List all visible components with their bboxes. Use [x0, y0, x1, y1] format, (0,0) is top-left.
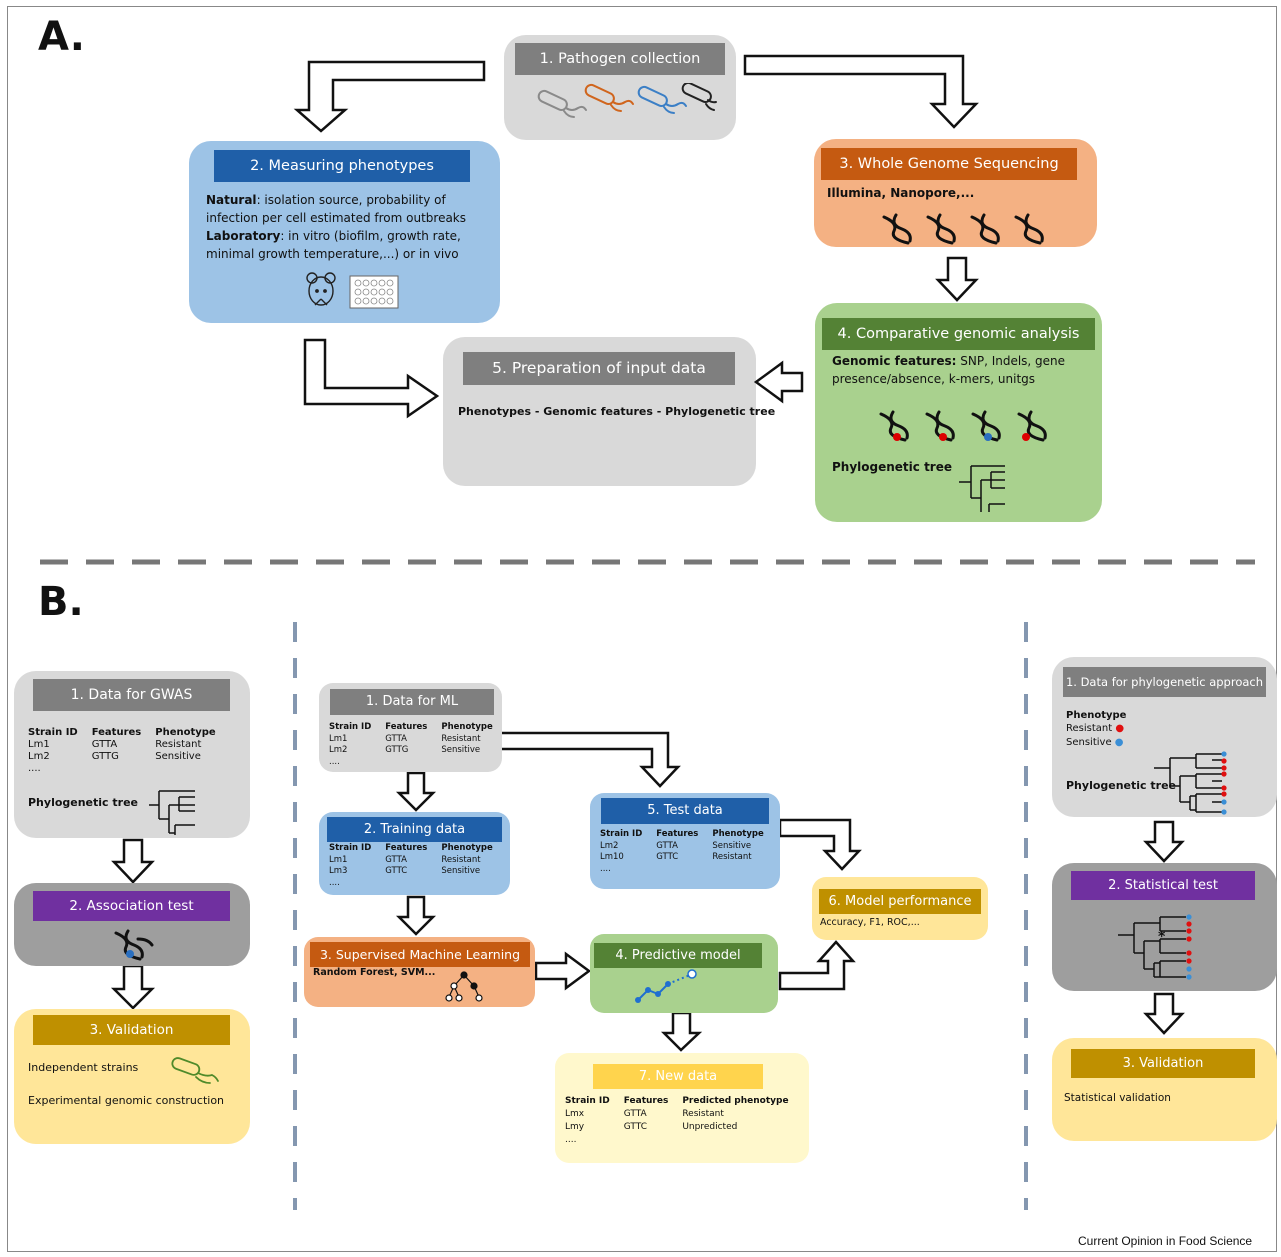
- blue-dot-icon: ●: [1114, 737, 1124, 748]
- phylo-data-box: 1. Data for phylogenetic approach Phenot…: [1052, 657, 1277, 817]
- arrow-test-to-performance: [778, 818, 862, 871]
- arrow-a-right: [743, 54, 979, 129]
- supervised-ml-box: 3. Supervised Machine Learning Random Fo…: [304, 937, 535, 1007]
- arrow-a-to-input: [303, 338, 440, 419]
- measuring-phenotypes-box: 2. Measuring phenotypes Natural: isolati…: [189, 141, 500, 323]
- bacteria-icon: [537, 83, 717, 118]
- statistical-test-title: 2. Statistical test: [1071, 871, 1255, 900]
- pathogen-collection-title: 1. Pathogen collection: [515, 43, 725, 75]
- well-plate-icon: [349, 275, 399, 309]
- supervised-ml-text: Random Forest, SVM...: [313, 967, 436, 978]
- bacterium-icon: [171, 1057, 219, 1084]
- gwas-tree-label: Phylogenetic tree: [28, 796, 138, 809]
- stat-tree-icon: *: [1118, 914, 1192, 980]
- arrow-a-down: [935, 256, 979, 302]
- statistical-test-box: 2. Statistical test *: [1052, 863, 1277, 991]
- dna-variants-icon: [879, 410, 1047, 442]
- input-data-title: 5. Preparation of input data: [463, 352, 735, 385]
- arrow-gwas-2: [110, 964, 156, 1010]
- phylo-data-title: 1. Data for phylogenetic approach: [1063, 667, 1266, 697]
- arrow-a-into-input: [753, 360, 804, 404]
- model-performance-box: 6. Model performance Accuracy, F1, ROC,.…: [812, 877, 988, 940]
- phylo-sensitive-legend: Sensitive ●: [1066, 737, 1124, 748]
- gwas-validation-text1: Independent strains: [28, 1061, 139, 1074]
- svg-text:*: *: [1158, 929, 1166, 945]
- association-test-title: 2. Association test: [33, 891, 230, 921]
- comparative-tree-label: Phylogenetic tree: [832, 460, 952, 474]
- pathogen-collection-box: 1. Pathogen collection: [504, 35, 736, 140]
- input-data-text: Phenotypes - Genomic features - Phylogen…: [458, 405, 776, 418]
- phylo-validation-text: Statistical validation: [1064, 1092, 1171, 1104]
- arrow-a-left: [293, 60, 486, 133]
- input-data-box: 5. Preparation of input data Phenotypes …: [443, 337, 775, 486]
- dna-icon: [882, 213, 1044, 245]
- natural-phenotype-text: Natural: isolation source, probability o…: [206, 193, 467, 261]
- measuring-phenotypes-title: 2. Measuring phenotypes: [214, 150, 470, 182]
- model-performance-text: Accuracy, F1, ROC,...: [820, 917, 920, 928]
- comparative-box: 4. Comparative genomic analysis Genomic …: [815, 303, 1102, 522]
- arrow-phylo-2: [1143, 992, 1185, 1035]
- training-data-title: 2. Training data: [327, 817, 502, 842]
- predictive-model-title: 4. Predictive model: [594, 943, 762, 968]
- association-test-box: 2. Association test: [14, 883, 250, 966]
- phylogenetic-tree-icon: [959, 465, 1005, 512]
- predictive-model-box: 4. Predictive model: [590, 934, 778, 1013]
- genomic-features-text: Genomic features: SNP, Indels, gene pres…: [832, 354, 1066, 386]
- phylo-resistant-legend: Resistant ●: [1066, 723, 1125, 734]
- arrow-model-to-performance: [778, 940, 856, 991]
- model-performance-title: 6. Model performance: [819, 889, 981, 914]
- gwas-tree-icon: [149, 790, 195, 835]
- phylo-pheno-label: Phenotype: [1066, 710, 1127, 721]
- phylo-validation-title: 3. Validation: [1071, 1049, 1255, 1078]
- new-data-title: 7. New data: [593, 1064, 763, 1089]
- phylo-tree-label: Phylogenetic tree: [1066, 779, 1176, 792]
- arrow-ml-2: [395, 895, 437, 936]
- arrow-ml-1: [395, 771, 437, 812]
- wgs-tech-text: Illumina, Nanopore,...: [827, 186, 975, 200]
- test-data-title: 5. Test data: [601, 798, 769, 824]
- wgs-title: 3. Whole Genome Sequencing: [821, 148, 1077, 180]
- wgs-box: 3. Whole Genome Sequencing Illumina, Nan…: [814, 139, 1097, 247]
- gwas-validation-box: 3. Validation Independent strains Experi…: [14, 1009, 250, 1144]
- comparative-title: 4. Comparative genomic analysis: [822, 318, 1095, 350]
- red-dot-icon: ●: [1115, 723, 1125, 734]
- phylo-validation-box: 3. Validation Statistical validation: [1052, 1038, 1277, 1141]
- panel-b-label: B.: [38, 579, 84, 625]
- arrow-ml-to-test: [498, 731, 681, 788]
- figure-frame: [7, 6, 1277, 1252]
- gwas-data-title: 1. Data for GWAS: [33, 679, 230, 711]
- decision-tree-icon: [445, 971, 483, 1002]
- dna-association-icon: [114, 929, 154, 961]
- arrow-ml-to-model: [534, 951, 592, 991]
- gwas-validation-title: 3. Validation: [33, 1015, 230, 1045]
- mouse-icon: [306, 272, 336, 306]
- phylo-tree-dots-icon: [1154, 751, 1227, 815]
- arrow-phylo-1: [1143, 820, 1185, 863]
- ml-data-title: 1. Data for ML: [330, 689, 494, 715]
- arrow-gwas-1: [111, 838, 155, 884]
- arrow-model-to-newdata: [660, 1011, 703, 1052]
- footer-credit: Current Opinion in Food Science: [1078, 1234, 1253, 1248]
- supervised-ml-title: 3. Supervised Machine Learning: [310, 942, 530, 967]
- gwas-validation-text2: Experimental genomic construction: [28, 1094, 225, 1107]
- model-line-icon: [635, 969, 697, 1003]
- panel-a-label: A.: [38, 14, 85, 60]
